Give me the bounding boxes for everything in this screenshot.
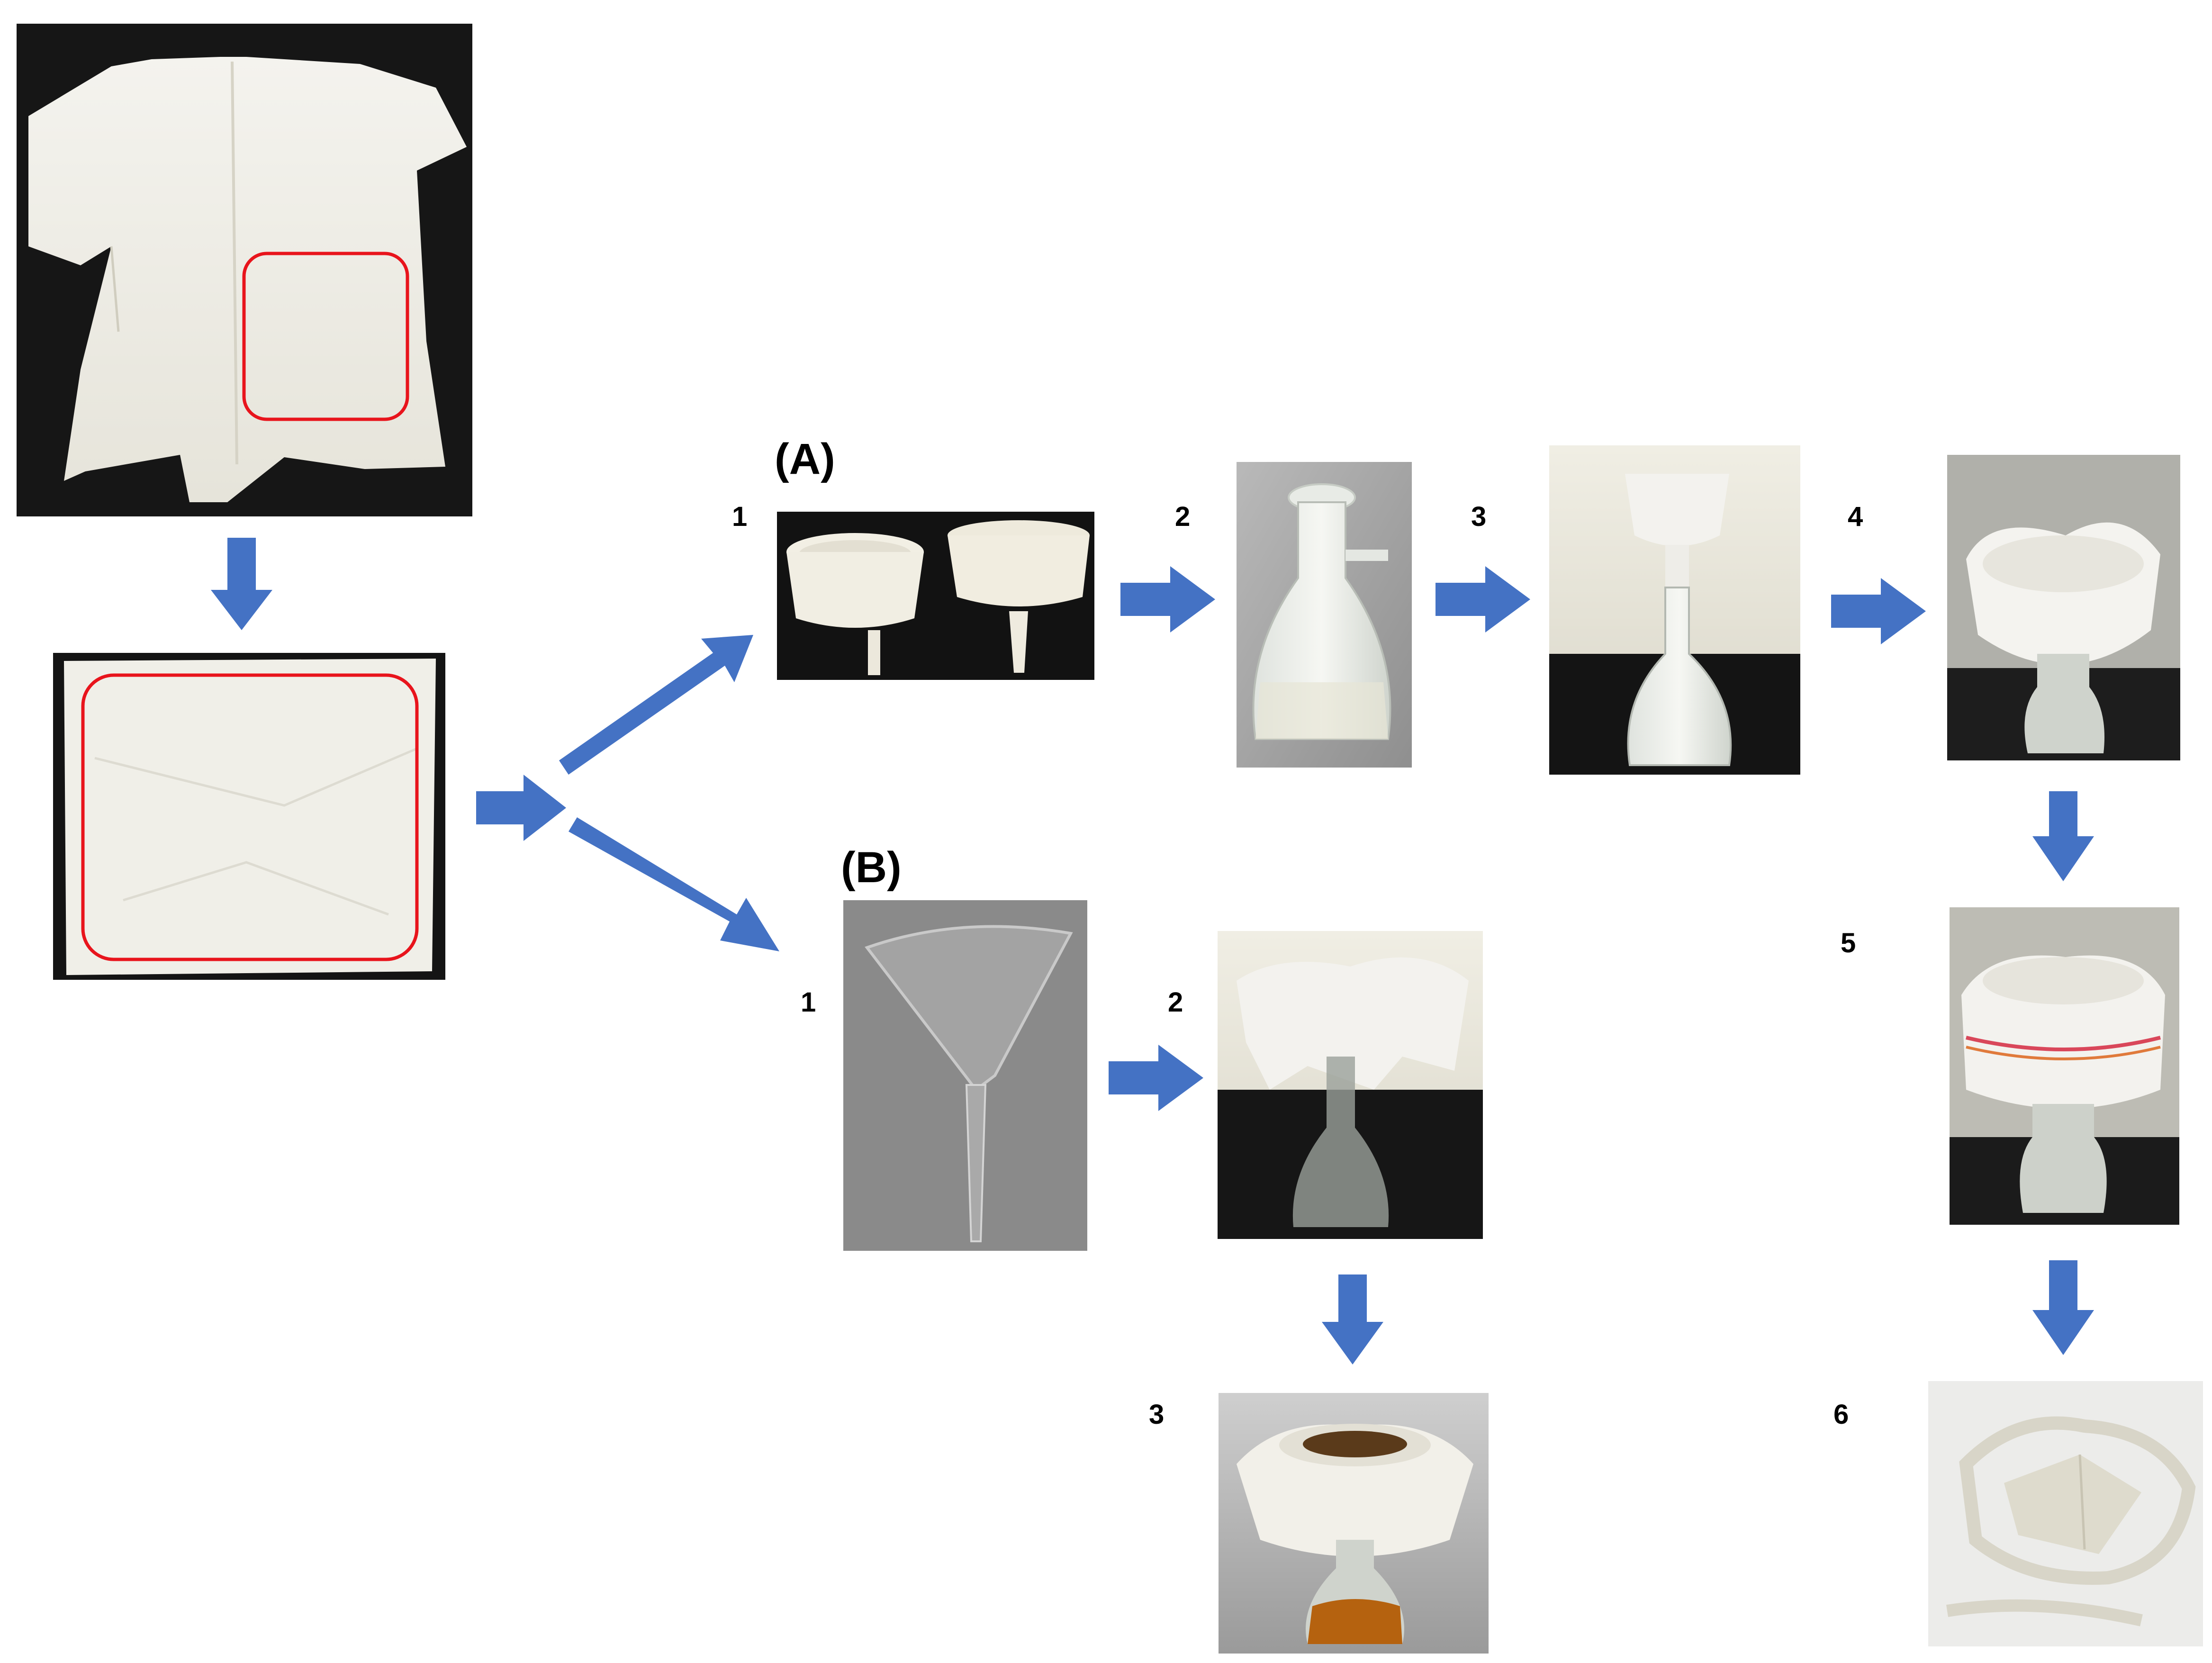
used-fabric-photo	[1928, 1381, 2203, 1646]
fabric-in-funnel-photo	[1947, 455, 2180, 760]
arrow-right-icon	[1436, 566, 1530, 633]
arrow-down-icon	[211, 538, 272, 630]
cut-area-highlight	[81, 673, 419, 961]
buchner-funnel-photo	[777, 512, 1094, 680]
step-a5-number: 5	[1841, 928, 1856, 958]
step-b3-number: 3	[1149, 1399, 1164, 1430]
glass-funnel-photo	[843, 900, 1087, 1251]
step-a6-number: 6	[1833, 1399, 1849, 1430]
filter-flask-photo	[1237, 462, 1412, 768]
arrow-right-icon	[1120, 566, 1215, 633]
arrow-right-icon	[1831, 578, 1926, 644]
step-a2-number: 2	[1175, 501, 1190, 532]
cut-fabric-photo	[53, 653, 445, 980]
cut-area-highlight	[242, 252, 409, 421]
step-a3-number: 3	[1471, 501, 1486, 532]
fabric-secured-photo	[1950, 907, 2179, 1225]
arrow-down-icon	[1322, 1274, 1383, 1365]
arrow-right-icon	[1109, 1045, 1203, 1111]
arrow-down-icon	[2032, 1260, 2094, 1355]
arrow-right-icon	[476, 775, 566, 841]
filtration-result-photo	[1219, 1393, 1489, 1654]
step-a4-number: 4	[1848, 501, 1863, 532]
lab-coat-photo	[17, 24, 472, 516]
funnel-on-flask-photo	[1549, 445, 1800, 775]
section-a-label: (A)	[775, 435, 835, 483]
fabric-over-flask-photo	[1218, 931, 1483, 1239]
arrow-down-icon	[2032, 791, 2094, 881]
section-b-label: (B)	[841, 843, 902, 892]
step-b1-number: 1	[801, 987, 816, 1018]
arrow-up-right-icon	[559, 635, 753, 775]
arrow-down-right-icon	[569, 817, 779, 951]
step-a1-number: 1	[732, 501, 747, 532]
step-b2-number: 2	[1168, 987, 1183, 1018]
